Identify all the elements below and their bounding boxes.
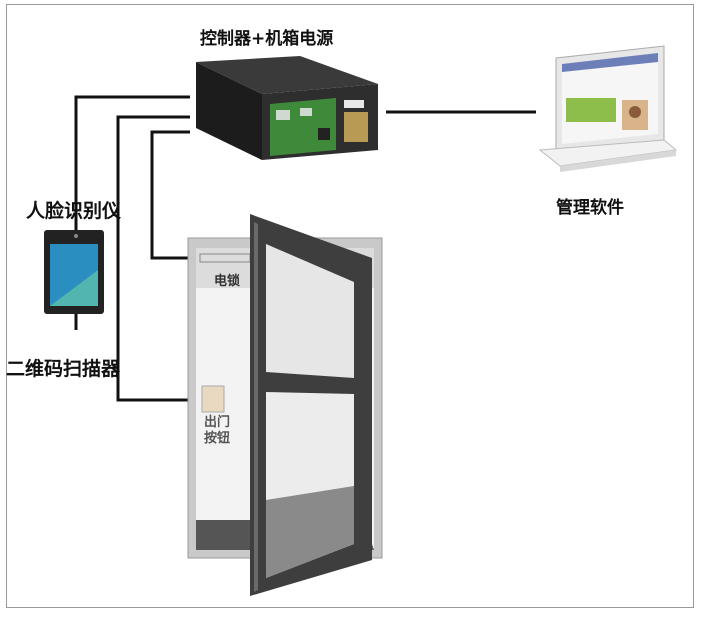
electric-lock-label: 电锁 — [214, 274, 241, 289]
wires — [74, 95, 536, 402]
electric-lock — [199, 253, 251, 263]
face-device — [44, 230, 104, 314]
software-label: 管理软件 — [556, 198, 624, 218]
diagram-frame — [6, 4, 694, 608]
laptop — [538, 45, 678, 172]
controller-label: 控制器+机箱电源 — [200, 29, 334, 49]
wire-exit-button — [116, 115, 192, 402]
controller-box — [196, 56, 378, 160]
wire-electric-lock — [150, 130, 200, 260]
exit-button-label: 出门按钮 — [204, 415, 231, 446]
door-panel — [250, 214, 372, 596]
face-device-label: 人脸识别仪 — [26, 200, 122, 222]
qr-scanner-label: 二维码扫描器 — [6, 358, 121, 380]
exit-button — [201, 385, 225, 413]
circuit-board — [270, 98, 336, 156]
wire-face-device — [74, 95, 190, 236]
